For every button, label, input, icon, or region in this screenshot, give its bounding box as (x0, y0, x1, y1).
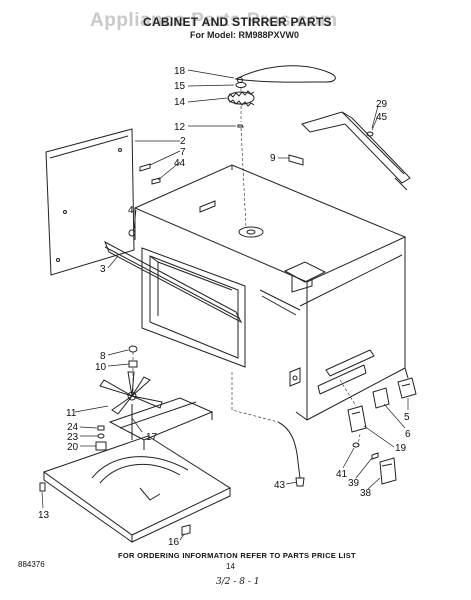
callout-17: 17 (146, 432, 158, 443)
vent-bracket (301, 111, 411, 191)
callout-7: 7 (180, 147, 186, 158)
sensor-cord (277, 421, 305, 487)
bearing-23 (97, 433, 105, 439)
callout-15: 15 (174, 81, 186, 92)
bracket-38 (379, 457, 397, 485)
ordering-note: FOR ORDERING INFORMATION REFER TO PARTS … (118, 551, 356, 560)
retainer-clip (237, 124, 244, 128)
control-parts (289, 349, 375, 395)
callout-12: 12 (174, 122, 186, 133)
fan-nut-8 (128, 345, 138, 353)
callout-39: 39 (348, 478, 360, 489)
side-panel (45, 128, 135, 276)
page-title: CABINET AND STIRRER PARTS (143, 15, 332, 29)
screw-13 (39, 482, 46, 492)
leader-lines (41, 69, 409, 541)
screw-44 (151, 177, 161, 185)
callout-13: 13 (38, 510, 50, 521)
callout-23: 23 (67, 432, 79, 443)
base-plate (42, 435, 232, 543)
screw-39 (371, 452, 379, 460)
cabinet-body (133, 164, 409, 421)
nut-41 (352, 442, 360, 448)
callout-45: 45 (376, 112, 388, 123)
thermal-cutout (288, 154, 304, 166)
callout-29: 29 (376, 99, 388, 110)
callout-6: 6 (405, 429, 411, 440)
stirrer-belt (234, 65, 336, 83)
callout-18: 18 (174, 66, 186, 77)
callout-11: 11 (66, 408, 77, 419)
vent-screw (366, 131, 374, 137)
callout-8: 8 (100, 351, 106, 362)
callout-38: 38 (360, 488, 372, 499)
pulley (235, 82, 247, 88)
callout-14: 14 (174, 97, 186, 108)
fan-washer-10 (128, 360, 138, 368)
model-line: For Model: RM988PXVW0 (190, 30, 300, 40)
callout-5: 5 (404, 412, 410, 423)
fan-shroud (108, 397, 214, 450)
callout-16: 16 (168, 537, 180, 548)
callout-44: 44 (174, 158, 186, 169)
callout-2: 2 (180, 136, 186, 147)
component-6 (372, 387, 390, 409)
callout-4: 4 (128, 205, 134, 216)
callout-9: 9 (270, 153, 276, 164)
callout-3: 3 (100, 264, 106, 275)
handwritten-note: 3/2 - 8 - 1 (216, 577, 260, 587)
dashed-connectors (132, 88, 361, 446)
component-19 (347, 405, 367, 433)
front-trim-strip (104, 240, 243, 324)
callout-43: 43 (274, 480, 286, 491)
component-5 (397, 377, 417, 399)
callout-41: 41 (336, 469, 348, 480)
stirrer-blade (227, 90, 255, 107)
callout-24: 24 (67, 422, 79, 433)
callout-19: 19 (395, 443, 407, 454)
motor-20 (95, 441, 107, 451)
oven-cavity (141, 247, 246, 368)
screw-7 (139, 163, 151, 172)
callout-labels: 18 15 14 12 29 45 9 2 7 44 4 3 8 10 11 2… (38, 66, 411, 548)
foot-16 (181, 524, 191, 536)
watermark: Appliance Parts Pros.com (90, 10, 338, 31)
callout-10: 10 (95, 362, 107, 373)
page-number: 14 (226, 562, 235, 571)
document-code: 884376 (18, 560, 45, 569)
callout-20: 20 (67, 442, 79, 453)
clip-24 (97, 425, 105, 431)
